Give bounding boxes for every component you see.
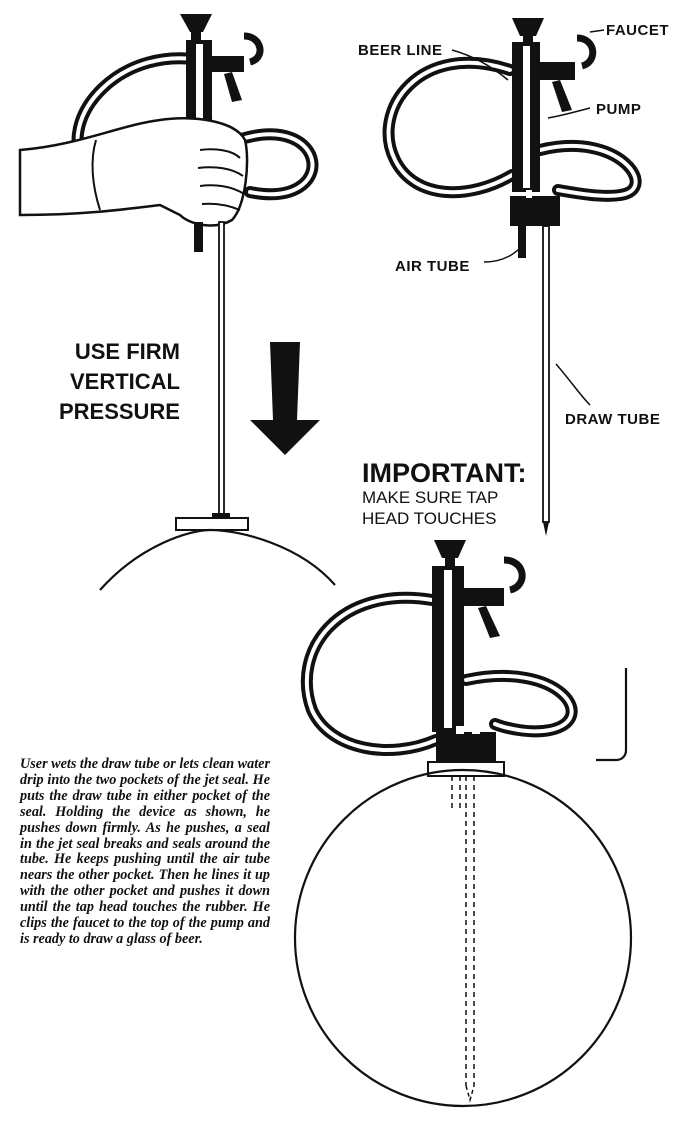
draw-tube-label: DRAW TUBE [565,411,661,428]
air-tube-label: AIR TUBE [395,258,470,275]
pump-label: PUMP [596,101,642,118]
beer-line-label: BEER LINE [358,42,443,59]
labeled-pump-illustration [382,18,642,536]
pressure-instruction-line-3: PRESSURE [58,399,180,424]
important-note-line-2: HEAD TOUCHES [362,509,497,528]
pressure-instruction: USE FIRM VERTICAL PRESSURE [40,337,180,427]
faucet-label: FAUCET [606,22,669,39]
instructions-caption: User wets the draw tube or lets clean wa… [20,756,270,947]
installed-pump-illustration [293,540,633,1108]
pressure-instruction-line-1: USE FIRM [74,339,180,364]
down-arrow-icon [250,342,320,455]
important-note-line-1: MAKE SURE TAP [362,488,499,507]
important-note: MAKE SURE TAP HEAD TOUCHES [362,487,498,529]
important-title: IMPORTANT: [362,458,527,488]
pressure-instruction-line-2: VERTICAL [70,369,180,394]
hand-held-pump-illustration [18,14,336,591]
